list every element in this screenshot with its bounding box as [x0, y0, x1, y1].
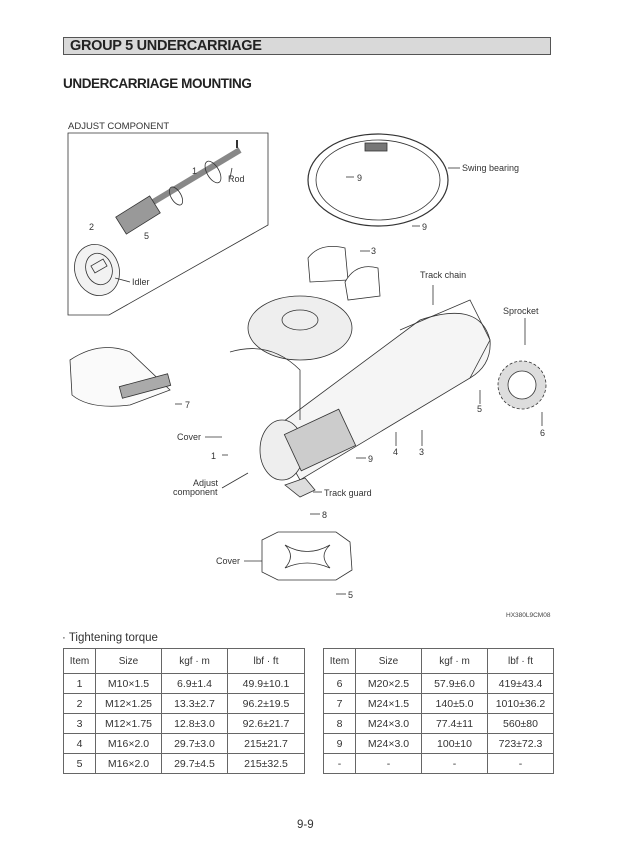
- label-cover-bottom: Cover: [216, 556, 240, 566]
- inset-frame: [67, 132, 269, 316]
- cell-kgf-m: 6.9±1.4: [161, 673, 228, 694]
- callout-shoe-7: 7: [185, 400, 190, 410]
- table-row: ----: [323, 753, 554, 774]
- torque-title: · Tightening torque: [62, 632, 158, 644]
- cell-kgf-m: 12.8±3.0: [161, 713, 228, 734]
- callout-guard-8: 8: [322, 510, 327, 520]
- section-title: UNDERCARRIAGE MOUNTING: [63, 76, 252, 91]
- callout-bottom-5: 5: [348, 590, 353, 600]
- callout-cover-3: 3: [371, 246, 376, 256]
- track-guard: [284, 477, 316, 498]
- cell-lbf-ft: 92.6±21.7: [227, 713, 305, 734]
- cell-kgf-m: 29.7±4.5: [161, 753, 228, 774]
- callout-mid-9: 9: [368, 454, 373, 464]
- callout-bolt-3: 3: [419, 447, 424, 457]
- cell-size: M10×1.5: [95, 673, 162, 694]
- label-idler: Idler: [132, 277, 150, 287]
- cell-lbf-ft: 419±43.4: [487, 673, 554, 694]
- cell-size: M24×3.0: [355, 713, 422, 734]
- cell-size: M24×3.0: [355, 733, 422, 754]
- cell-kgf-m: 13.3±2.7: [161, 693, 228, 714]
- label-adjust-component-1: Adjust: [193, 478, 219, 488]
- cell-item: 4: [63, 733, 96, 754]
- cell-size: -: [355, 753, 422, 774]
- cell-lbf-ft: 215±21.7: [227, 733, 305, 754]
- cell-item: -: [323, 753, 356, 774]
- label-sprocket: Sprocket: [503, 306, 539, 316]
- label-swing-bearing: Swing bearing: [462, 163, 519, 173]
- callout-bolt-4: 4: [393, 447, 398, 457]
- cell-kgf-m: 140±5.0: [421, 693, 488, 714]
- header-size: Size: [355, 648, 422, 674]
- cell-item: 2: [63, 693, 96, 714]
- cell-item: 5: [63, 753, 96, 774]
- cell-size: M24×1.5: [355, 693, 422, 714]
- callout-bolt-5: 5: [477, 404, 482, 414]
- callout-swing-9a: 9: [357, 173, 362, 183]
- callout-cover-1: 1: [211, 451, 216, 461]
- figure-code: HX380L9CM08: [506, 612, 551, 619]
- cell-lbf-ft: 215±32.5: [227, 753, 305, 774]
- cell-size: M12×1.25: [95, 693, 162, 714]
- cell-lbf-ft: 723±72.3: [487, 733, 554, 754]
- callout-inset-1: 1: [192, 166, 197, 176]
- cell-kgf-m: -: [421, 753, 488, 774]
- cell-lbf-ft: 96.2±19.5: [227, 693, 305, 714]
- cell-lbf-ft: 1010±36.2: [487, 693, 554, 714]
- cell-lbf-ft: 49.9±10.1: [227, 673, 305, 694]
- label-cover-top: Cover: [177, 432, 201, 442]
- group-title-bar: GROUP 5 UNDERCARRIAGE: [63, 37, 551, 55]
- cell-item: 7: [323, 693, 356, 714]
- cell-size: M16×2.0: [95, 733, 162, 754]
- swing-bearing: [307, 133, 449, 227]
- cell-size: M20×2.5: [355, 673, 422, 694]
- callout-inset-2: 2: [89, 222, 94, 232]
- cell-size: M12×1.75: [95, 713, 162, 734]
- cell-size: M16×2.0: [95, 753, 162, 774]
- cell-lbf-ft: -: [487, 753, 554, 774]
- header-lbf-ft: lbf · ft: [227, 648, 305, 674]
- label-track-chain: Track chain: [420, 270, 466, 280]
- callout-swing-9b: 9: [422, 222, 427, 232]
- undercarriage-exploded-diagram: ADJUST COMPONENT Rod Idler Swing bearing…: [67, 121, 547, 600]
- header-item: Item: [63, 648, 96, 674]
- header-item: Item: [323, 648, 356, 674]
- cell-item: 6: [323, 673, 356, 694]
- group-title: GROUP 5 UNDERCARRIAGE: [70, 38, 262, 54]
- cell-item: 1: [63, 673, 96, 694]
- cell-item: 8: [323, 713, 356, 734]
- cell-kgf-m: 100±10: [421, 733, 488, 754]
- cell-item: 9: [323, 733, 356, 754]
- header-size: Size: [95, 648, 162, 674]
- label-track-guard: Track guard: [324, 488, 372, 498]
- cell-lbf-ft: 560±80: [487, 713, 554, 734]
- label-rod: Rod: [228, 174, 245, 184]
- header-kgf-m: kgf · m: [161, 648, 228, 674]
- cell-item: 3: [63, 713, 96, 734]
- cell-kgf-m: 77.4±11: [421, 713, 488, 734]
- cell-kgf-m: 57.9±6.0: [421, 673, 488, 694]
- label-adjust-component-2: component: [173, 487, 218, 497]
- page-number: 9-9: [297, 819, 314, 831]
- header-kgf-m: kgf · m: [421, 648, 488, 674]
- spring: [115, 195, 161, 235]
- header-lbf-ft: lbf · ft: [487, 648, 554, 674]
- callout-sprocket-6: 6: [540, 428, 545, 438]
- callout-inset-5: 5: [144, 231, 149, 241]
- idler: [74, 244, 120, 296]
- cell-kgf-m: 29.7±3.0: [161, 733, 228, 754]
- inset-title: ADJUST COMPONENT: [68, 121, 169, 132]
